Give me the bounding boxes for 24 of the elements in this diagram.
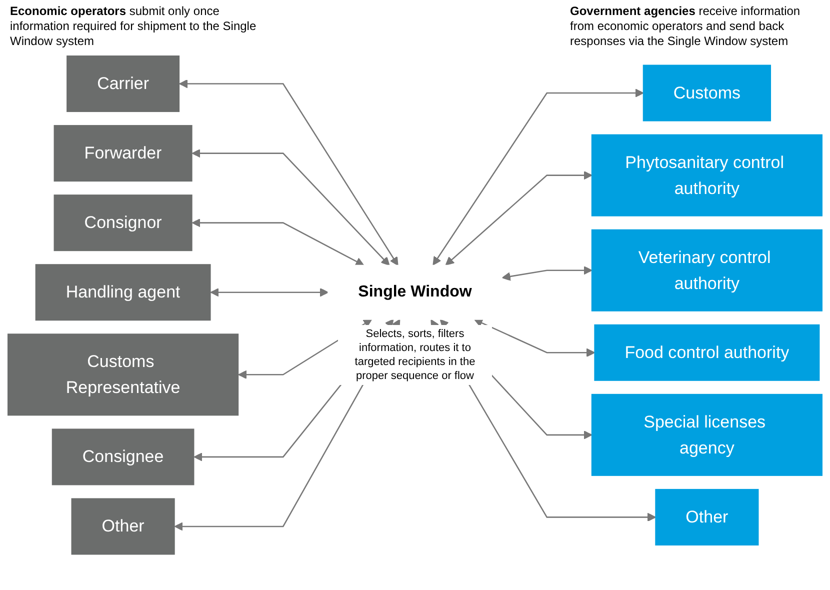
arrow [192, 148, 390, 266]
arrow [210, 288, 329, 297]
node-box: Veterinary control authority [591, 229, 822, 312]
node-box: Special licenses agency [591, 394, 822, 476]
node-box: Customs Representative [8, 334, 239, 416]
arrow [445, 170, 592, 266]
node-box: Food control authority [594, 324, 820, 381]
node-box: Other [71, 498, 175, 555]
node-box: Phytosanitary control authority [591, 134, 822, 216]
node-box: Other [655, 488, 759, 546]
node-box: Carrier [66, 56, 180, 112]
arrow [474, 318, 596, 358]
node-box: Customs [642, 64, 771, 122]
description-text: Government agencies receive information from economic operators and send back responses via the Single Window system [570, 4, 802, 48]
caption-text: Selects, sorts, filters information, routes it to targeted recipients in the proper sequence or flow [338, 325, 492, 386]
arrow [192, 218, 364, 266]
node-box: Handling agent [35, 264, 211, 321]
description-text: Economic operators submit only once information required for shipment to the Single Window system [10, 4, 258, 48]
arrow [432, 88, 644, 266]
arrow [502, 266, 592, 281]
node-box: Consignee [52, 428, 194, 486]
node-box: Forwarder [54, 125, 192, 182]
node-box: Consignor [54, 194, 192, 252]
arrow [179, 79, 398, 266]
